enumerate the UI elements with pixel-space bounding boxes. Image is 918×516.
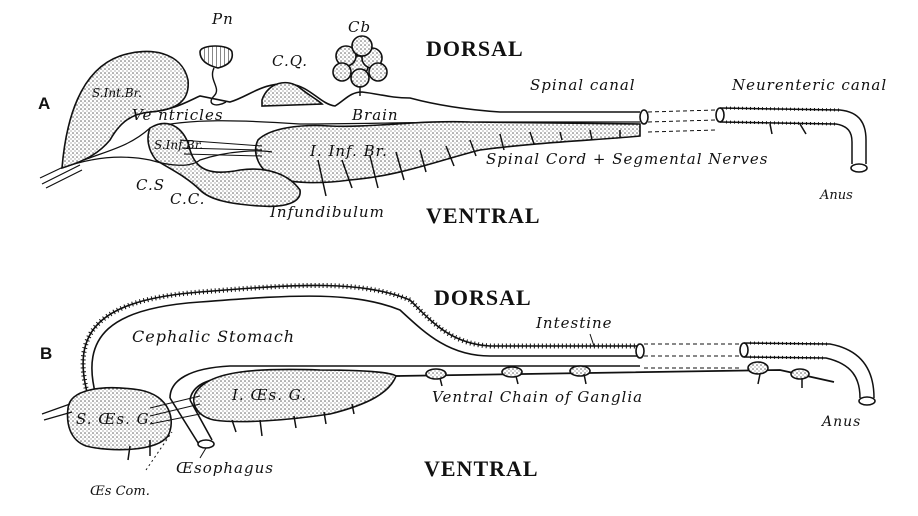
panel-b-drawing	[41, 282, 876, 471]
intestine-end-right	[739, 342, 749, 358]
ventral-label-a: VENTRAL	[426, 203, 541, 228]
label-intestine: Intestine	[536, 314, 613, 332]
label-oes-com: Œs Com.	[90, 484, 150, 499]
label-s-oes-g: S. Œs. G.	[76, 410, 155, 428]
infundibulum	[147, 122, 301, 208]
label-cc: C.C.	[170, 190, 206, 208]
label-anus-b: Anus	[822, 414, 862, 430]
label-i-oes-g: I. Œs. G.	[232, 386, 307, 404]
label-cs: C.S	[136, 176, 165, 194]
label-infundibulum: Infundibulum	[270, 203, 385, 221]
label-oesophagus: Œsophagus	[176, 459, 274, 477]
anus-ring-b	[858, 396, 876, 406]
neurenteric-tube	[719, 107, 867, 164]
label-spinal-cord: Spinal Cord + Segmental Nerves	[486, 150, 769, 168]
segmental-nerves-b	[127, 373, 803, 461]
ventral-label-b: VENTRAL	[424, 456, 539, 481]
label-pn: Pn	[212, 10, 234, 28]
label-spinal-canal: Spinal canal	[530, 76, 636, 94]
segmental-nerves-a	[317, 123, 807, 197]
ventral-ganglia	[425, 361, 810, 380]
label-ventral-chain: Ventral Chain of Ganglia	[432, 388, 644, 406]
dorsal-label-b: DORSAL	[434, 285, 532, 310]
dashed-gap-b	[644, 343, 740, 369]
neural-tube-dorsal	[149, 83, 640, 113]
label-ventricles: Ve ntricles	[132, 106, 224, 124]
spinal-canal-end-right	[715, 107, 725, 123]
leader-oesophagus	[199, 447, 207, 459]
label-s-inf-br: S.Inf.Br.	[154, 138, 203, 152]
label-brain: Brain	[352, 106, 399, 124]
cerebrum-lobe	[61, 50, 189, 170]
hind-intestine	[743, 342, 875, 399]
label-neurenteric-canal: Neurenteric canal	[732, 76, 888, 94]
panel-label-b: B	[40, 344, 53, 363]
leader-intestine	[589, 333, 595, 347]
commissure-lines	[179, 139, 263, 157]
connective-b	[149, 395, 201, 425]
lower-tube-wall	[61, 150, 273, 169]
panel-a-drawing	[39, 35, 868, 208]
cerebellum	[332, 35, 388, 88]
anus-ring-a	[850, 163, 868, 173]
label-cephalic-stomach: Cephalic Stomach	[132, 327, 296, 346]
label-cq: C.Q.	[272, 52, 309, 70]
oesophagus-lower	[169, 397, 213, 447]
label-i-inf-br: I. Inf. Br.	[310, 142, 388, 160]
label-cb: Cb	[348, 18, 372, 36]
cephalic-stomach-rings	[80, 282, 640, 397]
hind-intestine-rings	[749, 341, 831, 360]
label-anus-a: Anus	[820, 188, 853, 203]
dorsal-label-a: DORSAL	[426, 36, 524, 61]
pineal-body	[199, 45, 234, 69]
cq-bump	[261, 81, 324, 107]
nerve-lines-b	[41, 403, 73, 421]
s-oes-ganglion	[66, 387, 172, 451]
cephalic-stomach-inner	[91, 295, 640, 397]
oesophagus-end	[197, 439, 215, 449]
spinal-canal-end-left	[639, 109, 649, 125]
dashed-gap-a	[647, 109, 717, 133]
i-oes-ganglion	[192, 368, 397, 423]
panel-label-a: A	[38, 94, 51, 113]
label-s-int-br: S.Int.Br.	[92, 86, 142, 100]
neurenteric-rings	[725, 106, 841, 126]
ventral-chain-cord	[395, 369, 835, 383]
pineal-stalk	[210, 67, 227, 106]
intestine-end-left	[635, 343, 645, 359]
